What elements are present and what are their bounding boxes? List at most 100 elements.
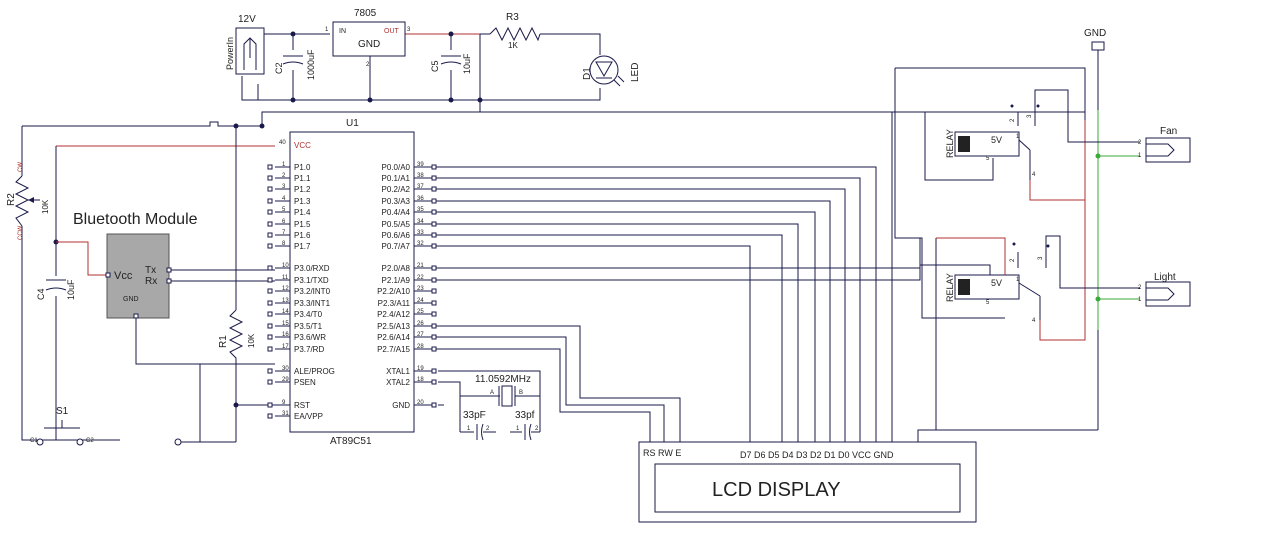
mcu-left-pin-pad [267,288,273,294]
mcu-right-pin-pad [431,323,437,329]
mcu-right-pin-name: P0.7/A7 [382,242,411,251]
capacitor-c4: C4 10uF [36,279,76,300]
mcu-right-pin-name: P2.7/A15 [377,345,410,354]
lcd-title: LCD DISPLAY [712,479,841,501]
mcu-left-pin-pad [267,209,273,215]
push-switch-s1: S1 C1 C2 [30,406,182,446]
mcu-left-pin-number: 2 [282,173,286,179]
mcu-left-pin-number: 4 [282,196,286,202]
mcu-right-pin-number: 28 [417,344,424,350]
mcu-right-pin-number: 32 [417,241,424,247]
mcu-left-pin-number: 5 [282,207,286,213]
r1-ref: R1 [218,335,229,348]
r1-value: 10K [247,333,256,348]
mcu-left-pin-pad [267,243,273,249]
mcu-left-pin-pad [267,413,273,419]
mcu-right-pin-number: 23 [417,286,424,292]
left-circuit: R2 10K CW CCW C4 10uF Bluetooth Module V… [6,111,480,446]
mcu-left-pin-name: P3.2/INT0 [294,287,331,296]
mcu-left-pin-name: P3.6/WR [294,333,326,342]
mcu-left-pin-name: P1.3 [294,197,311,206]
mcu-left-pin-pad [267,198,273,204]
mcu-right-pin-pad [431,402,437,408]
capacitor-c2: C2 1000uF [274,49,316,80]
light-p2: 2 [1138,285,1142,291]
c4-value: 10uF [66,279,76,300]
mcu-left-pin-name: RST [294,401,310,410]
relay-1: 5V RELAY 2 3 5 4 1 [945,89,1140,180]
mcu-left-pin-number: 9 [282,400,286,406]
mcu-right-pin-name: P0.4/A4 [382,208,411,217]
mcu-left-pin-name: P1.1 [294,174,311,183]
bluetooth-vcc: Vcc [114,270,133,282]
mcu-right-pin-number: 20 [417,400,424,406]
s1-ref: S1 [56,406,69,417]
mcu-left-pin-name: P3.7/RD [294,345,324,354]
mcu-right-pin-name: P2.2/A10 [377,287,410,296]
c5-ref: C5 [430,60,440,72]
mcu-right-pin-number: 37 [417,184,424,190]
mcu-right-pin-number: 36 [417,196,424,202]
bus-wire-p0 [436,245,751,450]
mcu-left-pin-pad [267,323,273,329]
relay-2: 5V RELAY 2 3 5 4 1 [936,235,1140,324]
relay2-p5: 5 [986,300,990,306]
cap-right-pin2: 2 [535,426,539,432]
mcu-left-pin-pad [267,346,273,352]
mcu-right-pin-number: 34 [417,219,424,225]
mcu-ref: U1 [346,118,359,129]
mcu-left-pin-pad [267,186,273,192]
mcu-left-pin-pad [267,311,273,317]
relay1-label: RELAY [945,129,955,158]
mcu-left-pin-name: P1.2 [294,185,311,194]
relay2-p1: 1 [1016,277,1020,283]
gnd-label: GND [1084,28,1106,39]
regulator-pin1: 1 [325,27,329,33]
mcu-left-pin-number: 29 [282,377,289,383]
light-label: Light [1154,272,1176,283]
relay2-p4: 4 [1032,318,1036,324]
fan-label: Fan [1160,126,1177,137]
r2-cw: CW [18,162,24,172]
mcu-right-pin-name: P0.2/A2 [382,185,411,194]
mcu-right-pin-name: GND [392,401,410,410]
mcu-left-pin-name: EA/VPP [294,412,323,421]
lcd-display: RS RW E D7 D6 D5 D4 D3 D2 D1 D0 VCC GND … [638,441,977,523]
crystal-section: 11.0592MHz A B 33pF 33pf 1 2 1 2 [438,370,541,441]
relay1-coil: 5V [991,135,1002,145]
lcd-pins-left: RS RW E [643,448,681,458]
bluetooth-title: Bluetooth Module [73,211,198,228]
load-fan: Fan 2 1 [1138,126,1191,163]
mcu-vcc-pin: 40 [279,140,286,146]
mcu-left-pin-name: PSEN [294,378,316,387]
mcu-left-pin-name: P3.1/TXD [294,276,329,285]
mcu-left-pin-number: 8 [282,241,286,247]
cap-left-pin2: 2 [486,426,490,432]
mcu-right-pin-name: P0.3/A3 [382,197,411,206]
mcu-right-pin-number: 21 [417,263,424,269]
mcu-left-pin-pad [267,265,273,271]
mcu-vcc-label: VCC [294,141,311,150]
mcu-left-pin-name: ALE/PROG [294,367,335,376]
mcu-left-pin-number: 17 [282,344,289,350]
mcu-left-pin-name: P1.6 [294,231,311,240]
crystal-pin-a: A [490,390,494,396]
mcu-left-pin-number: 7 [282,230,286,236]
mcu-left-pin-number: 31 [282,411,289,417]
bus-wire-p0 [436,211,816,450]
mcu-right-pin-pad [431,277,437,283]
mcu-right-pin-pad [431,311,437,317]
mcu-right-pin-name: P2.4/A12 [377,310,410,319]
mcu-right-pin-number: 22 [417,275,424,281]
bus-wire-p0 [436,234,783,450]
mcu-right-pin-name: P2.6/A14 [377,333,410,342]
mcu-left-pin-name: P1.5 [294,220,311,229]
relay-section: GND 5V RELAY 2 3 5 4 [894,28,1191,431]
power-jack-name: PowerIn [225,37,235,70]
bus-wire-relay1 [436,238,921,281]
mcu-right-pin-pad [431,209,437,215]
r2-ref: R2 [6,193,17,206]
light-p1: 1 [1138,297,1142,303]
